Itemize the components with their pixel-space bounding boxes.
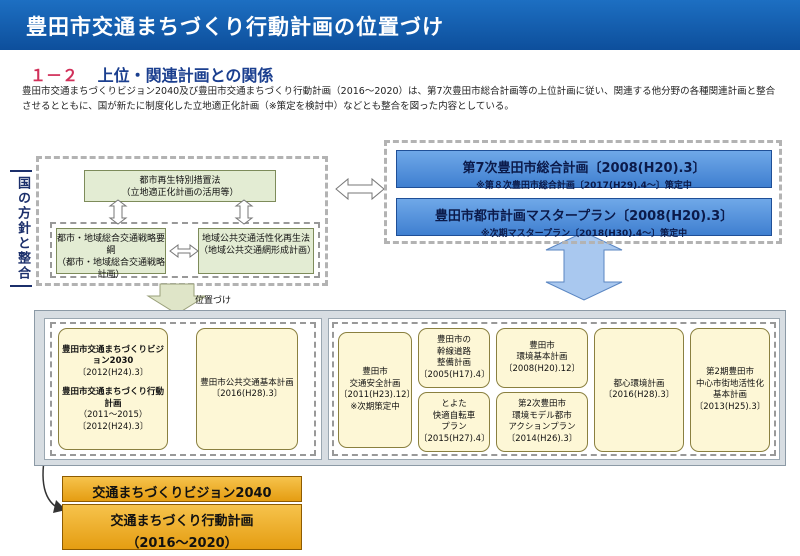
vision-2030-date: 〔2012(H24).3〕 bbox=[77, 367, 149, 378]
comprehensive-plan-title: 第7次豊田市総合計画〔2008(H20).3〕 bbox=[462, 161, 706, 176]
downtown-revitalization-box: 第2期豊田市 中心市街地活性化 基本計画 〔2013(H25).3〕 bbox=[690, 328, 770, 452]
traffic-safety-plan-box: 豊田市 交通安全計画 〔2011(H23).12〕 ※次期策定中 bbox=[338, 332, 415, 448]
section-title: 上位・関連計画との関係 bbox=[97, 66, 274, 85]
trunk-road-plan-box: 豊田市の 幹線道路 整備計画 〔2005(H17).4〕 bbox=[418, 328, 490, 388]
national-policy-label: 国の方針と整合 bbox=[10, 170, 32, 287]
action-plan-box: 交通まちづくり行動計画 （2016～2020） bbox=[62, 504, 302, 551]
master-plan-box: 豊田市都市計画マスタープラン〔2008(H20).3〕 ※次期マスタープラン〔2… bbox=[396, 198, 772, 239]
public-transport-plan-box: 豊田市公共交通基本計画 〔2016(H28).3〕 bbox=[196, 328, 298, 450]
vision-2040-box: 交通まちづくりビジョン2040 bbox=[62, 476, 302, 502]
vision-2030-box: 豊田市交通まちづくりビジョン2030 〔2012(H24).3〕 豊田市交通まち… bbox=[58, 328, 168, 450]
action-plan-period: （2016～2020） bbox=[126, 536, 238, 551]
related-plans-dashed bbox=[332, 322, 776, 456]
national-lower-group bbox=[50, 222, 320, 278]
master-plan-title: 豊田市都市計画マスタープラン〔2008(H20).3〕 bbox=[434, 209, 734, 224]
action-plan-title: 交通まちづくり行動計画 bbox=[110, 514, 254, 529]
page-title: 豊田市交通まちづくり行動計画の位置づけ bbox=[0, 0, 800, 50]
public-transport-revitalization-box: 地域公共交通活性化再生法 （地域公共交通網形成計画） bbox=[198, 228, 316, 274]
position-label: 位置づけ bbox=[195, 296, 232, 306]
upper-plans-group bbox=[384, 140, 782, 244]
bicycle-plan-box: とよた 快適自転車 プラン 〔2015(H27).4〕 bbox=[418, 392, 490, 452]
vision-2030-title: 豊田市交通まちづくりビジョン2030 bbox=[61, 344, 164, 367]
section-heading: １－２ 上位・関連計画との関係 bbox=[30, 62, 273, 86]
urban-renaissance-law-box: 都市再生特別措置法 （立地適正化計画の活用等） bbox=[84, 170, 276, 202]
transport-plans-dashed bbox=[50, 322, 316, 456]
environment-model-city-box: 第2次豊田市 環境モデル都市 アクションプラン 〔2014(H26).3〕 bbox=[496, 392, 588, 452]
action-plan-old-period: （2011～2015） bbox=[78, 410, 148, 421]
master-plan-note: ※次期マスタープラン〔2018(H30).4～〕策定中 bbox=[480, 229, 688, 239]
urban-transport-strategy-box: 都市・地域総合交通戦略要綱 （都市・地域総合交通戦略計画） bbox=[56, 228, 166, 280]
action-plan-old-date: 〔2012(H24).3〕 bbox=[77, 421, 149, 432]
central-city-plan-box: 都心環境計画 〔2016(H28).3〕 bbox=[594, 328, 684, 452]
intro-text: 豊田市交通まちづくりビジョン2040及び豊田市交通まちづくり行動計画（2016～… bbox=[22, 86, 776, 112]
section-number: １－２ bbox=[30, 66, 79, 85]
comprehensive-plan-note: ※第８次豊田市総合計画〔2017(H29).4～〕策定中 bbox=[476, 181, 692, 191]
comprehensive-plan-box: 第7次豊田市総合計画〔2008(H20).3〕 ※第８次豊田市総合計画〔2017… bbox=[396, 150, 772, 191]
action-plan-old-title: 豊田市交通まちづくり行動計画 bbox=[61, 387, 164, 409]
environment-basic-plan-box: 豊田市 環境基本計画 〔2008(H20).12〕 bbox=[496, 328, 588, 388]
